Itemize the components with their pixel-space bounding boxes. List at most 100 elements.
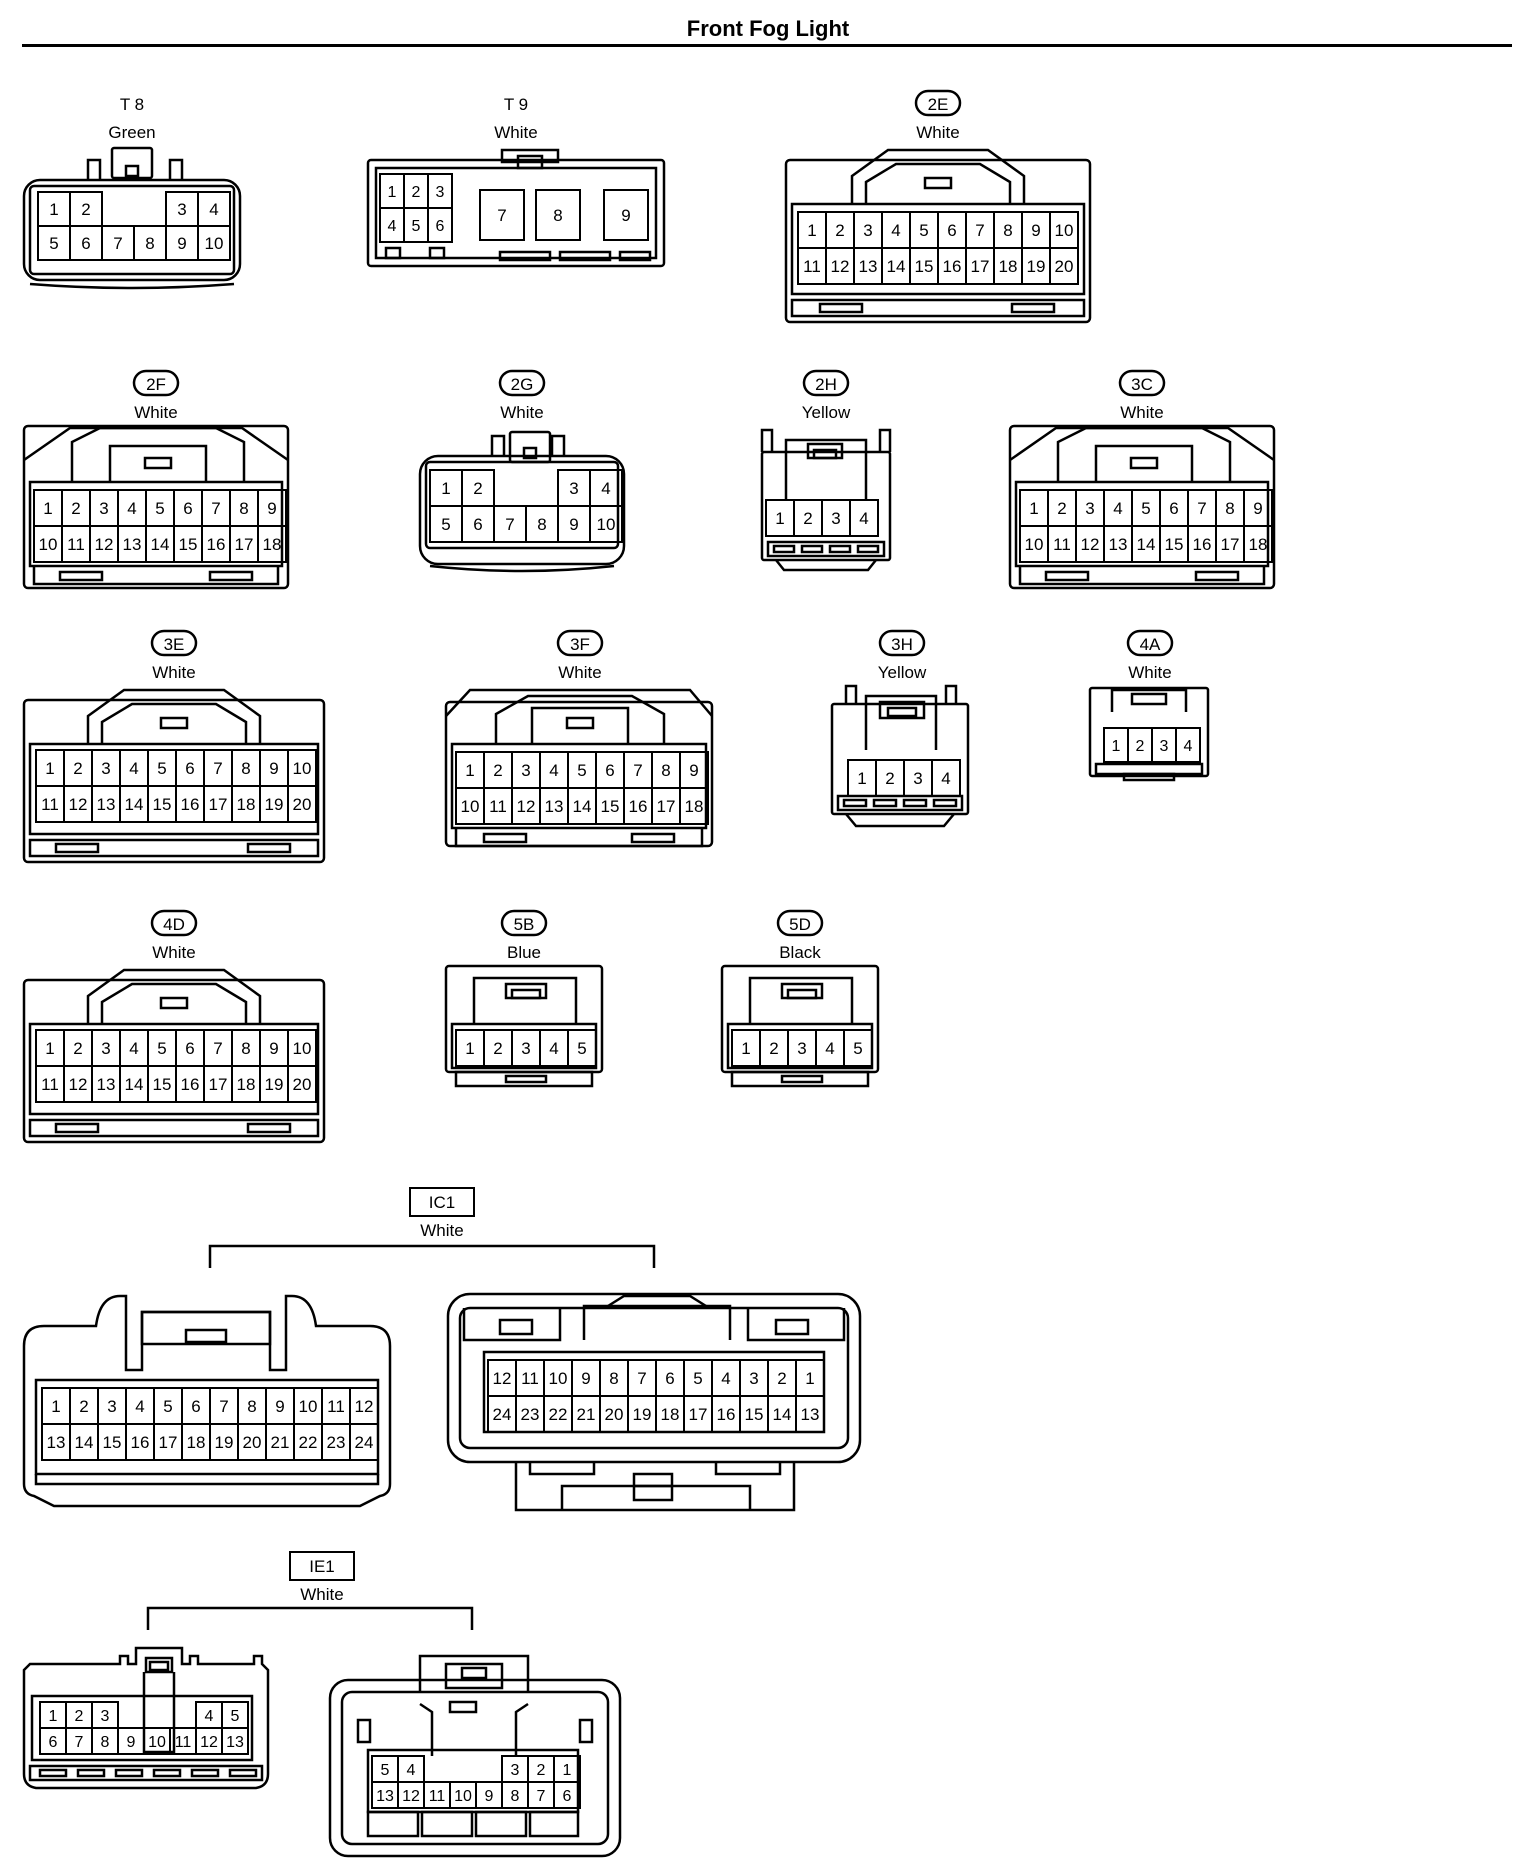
ic1-right-pin-11: 11: [521, 1369, 539, 1388]
connector-5b-label: 5B: [514, 915, 535, 934]
connector-2h-pin-2: 2: [803, 509, 812, 528]
connector-ie1-label: IE1: [309, 1557, 335, 1576]
connector-t9-housing: [366, 148, 666, 268]
connector-3c-pin-16: 16: [1193, 535, 1212, 554]
connector-3e-pin-8: 8: [241, 759, 250, 778]
ic1-left-pin-23: 23: [327, 1433, 346, 1452]
connector-3f-color: White: [558, 663, 601, 682]
connector-ic1-badge: [409, 1187, 475, 1217]
connector-3c-housing: [1008, 424, 1276, 590]
connector-3e-color: White: [152, 663, 195, 682]
connector-2g-pin-3: 3: [569, 479, 578, 498]
connector-3e-pin-6: 6: [185, 759, 194, 778]
ic1-right-housing: [446, 1292, 862, 1512]
connector-2g-pin-10-cell: [589, 505, 623, 543]
connector-5d-pin-3: 3: [797, 1039, 806, 1058]
connector-3e-pin-1: 1: [45, 759, 54, 778]
connector-3f-pin-10: 10: [461, 797, 480, 816]
connector-4a-pin-4-cell: [1175, 727, 1201, 763]
connector-2e-pin-10: 10: [1055, 221, 1074, 240]
ie1-left-pin-8: 8: [101, 1734, 110, 1751]
connector-2e-pin-15: 15: [915, 257, 934, 276]
ic1-left-pin-24: 24: [355, 1433, 374, 1452]
connector-5b-housing: [444, 964, 604, 1088]
ie1-right-pin-4: 4: [407, 1762, 416, 1779]
ic1-right-pin-17: 17: [689, 1405, 708, 1424]
connector-t8-pin-5: 5: [49, 234, 58, 253]
connector-3c-pin-4: 4: [1113, 499, 1122, 518]
connector-3c-pin-8: 8: [1225, 499, 1234, 518]
connector-4d-label: 4D: [163, 915, 185, 934]
ic1-right-pin-15: 15: [745, 1405, 764, 1424]
connector-4d-pin-11: 11: [41, 1075, 59, 1094]
connector-2g-pin-8: 8: [537, 515, 546, 534]
connector-3e-pin-4: 4: [129, 759, 138, 778]
connector-4a-housing: [1088, 686, 1210, 782]
connector-4d-pin-15: 15: [153, 1075, 172, 1094]
ic1-left-pin-10: 10: [299, 1397, 318, 1416]
connector-3e-pin-20-cell: [287, 785, 317, 823]
connector-5b-pin-5-cell: [567, 1029, 597, 1067]
connector-3f-pin-17: 17: [657, 797, 676, 816]
connector-2e-pin-20: 20: [1055, 257, 1074, 276]
connector-2h-label: 2H: [815, 375, 837, 394]
connector-5b-pin-3: 3: [521, 1039, 530, 1058]
connector-2e-pin-19: 19: [1027, 257, 1046, 276]
ic1-left-pin-16: 16: [131, 1433, 150, 1452]
connector-2h-pin-4: 4: [859, 509, 868, 528]
connector-3c-pin-17: 17: [1221, 535, 1240, 554]
connector-5d-pin-5: 5: [853, 1039, 862, 1058]
connector-3e-label: 3E: [164, 635, 185, 654]
connector-2g-pin-5: 5: [441, 515, 450, 534]
connector-t8-pin-6: 6: [81, 234, 90, 253]
connector-2f-pin-12: 12: [95, 535, 114, 554]
ie1-left-pin-6: 6: [49, 1734, 58, 1751]
connector-4d-pin-12: 12: [69, 1075, 88, 1094]
ie1-left-pin-13: 13: [226, 1734, 244, 1751]
ic1-bracket: [208, 1244, 656, 1268]
connector-2f-pin-5: 5: [155, 499, 164, 518]
ic1-right-pin-6: 6: [665, 1369, 674, 1388]
connector-2e-label: 2E: [928, 95, 949, 114]
connector-4d-pin-1: 1: [45, 1039, 54, 1058]
connector-t8-pin-2: 2: [81, 200, 90, 219]
ie1-right-pin-11: 11: [429, 1788, 446, 1805]
connector-3f-pin-11: 11: [489, 797, 507, 816]
connector-3c-pin-2: 2: [1057, 499, 1066, 518]
ic1-right-pin-21: 21: [577, 1405, 596, 1424]
ic1-left-pin-22: 22: [299, 1433, 318, 1452]
connector-2f-housing: [22, 424, 290, 590]
connector-3c-pin-7: 7: [1197, 499, 1206, 518]
connector-2e-pin-14: 14: [887, 257, 906, 276]
connector-5b-pin-4: 4: [549, 1039, 558, 1058]
ic1-left-pin-6: 6: [191, 1397, 200, 1416]
ie1-left-pin-9: 9: [127, 1734, 136, 1751]
connector-5d-color: Black: [779, 943, 821, 962]
connector-t8-color: Green: [108, 123, 155, 142]
connector-3c-pin-5: 5: [1141, 499, 1150, 518]
connector-5d-housing: [720, 964, 880, 1088]
connector-3c-pin-12: 12: [1081, 535, 1100, 554]
connector-2f-pin-8: 8: [239, 499, 248, 518]
connector-4d-pin-8: 8: [241, 1039, 250, 1058]
connector-3h-pin-4-cell: [931, 759, 961, 797]
ic1-left-pin-5: 5: [163, 1397, 172, 1416]
connector-2e-pin-13: 13: [859, 257, 878, 276]
connector-2f-pin-14: 14: [151, 535, 170, 554]
connector-2e-pin-2: 2: [835, 221, 844, 240]
connector-3f-pin-5: 5: [577, 761, 586, 780]
connector-t8-pin-4: 4: [209, 200, 218, 219]
connector-4d-badge: [150, 909, 198, 937]
ie1-left-pin-11: 11: [175, 1734, 192, 1751]
connector-2g-pin-2: 2: [473, 479, 482, 498]
ie1-right-pin-6: 6: [563, 1788, 572, 1805]
connector-5d-label: 5D: [789, 915, 811, 934]
connector-t9-color: White: [494, 123, 537, 142]
connector-2f-pin-1: 1: [43, 499, 52, 518]
connector-3e-pin-12: 12: [69, 795, 88, 814]
connector-t8-pin-3: 3: [177, 200, 186, 219]
ic1-right-pin-13: 13: [801, 1405, 820, 1424]
connector-3e-badge: [150, 629, 198, 657]
connector-4a-label: 4A: [1140, 635, 1161, 654]
connector-3f-pin-7: 7: [633, 761, 642, 780]
